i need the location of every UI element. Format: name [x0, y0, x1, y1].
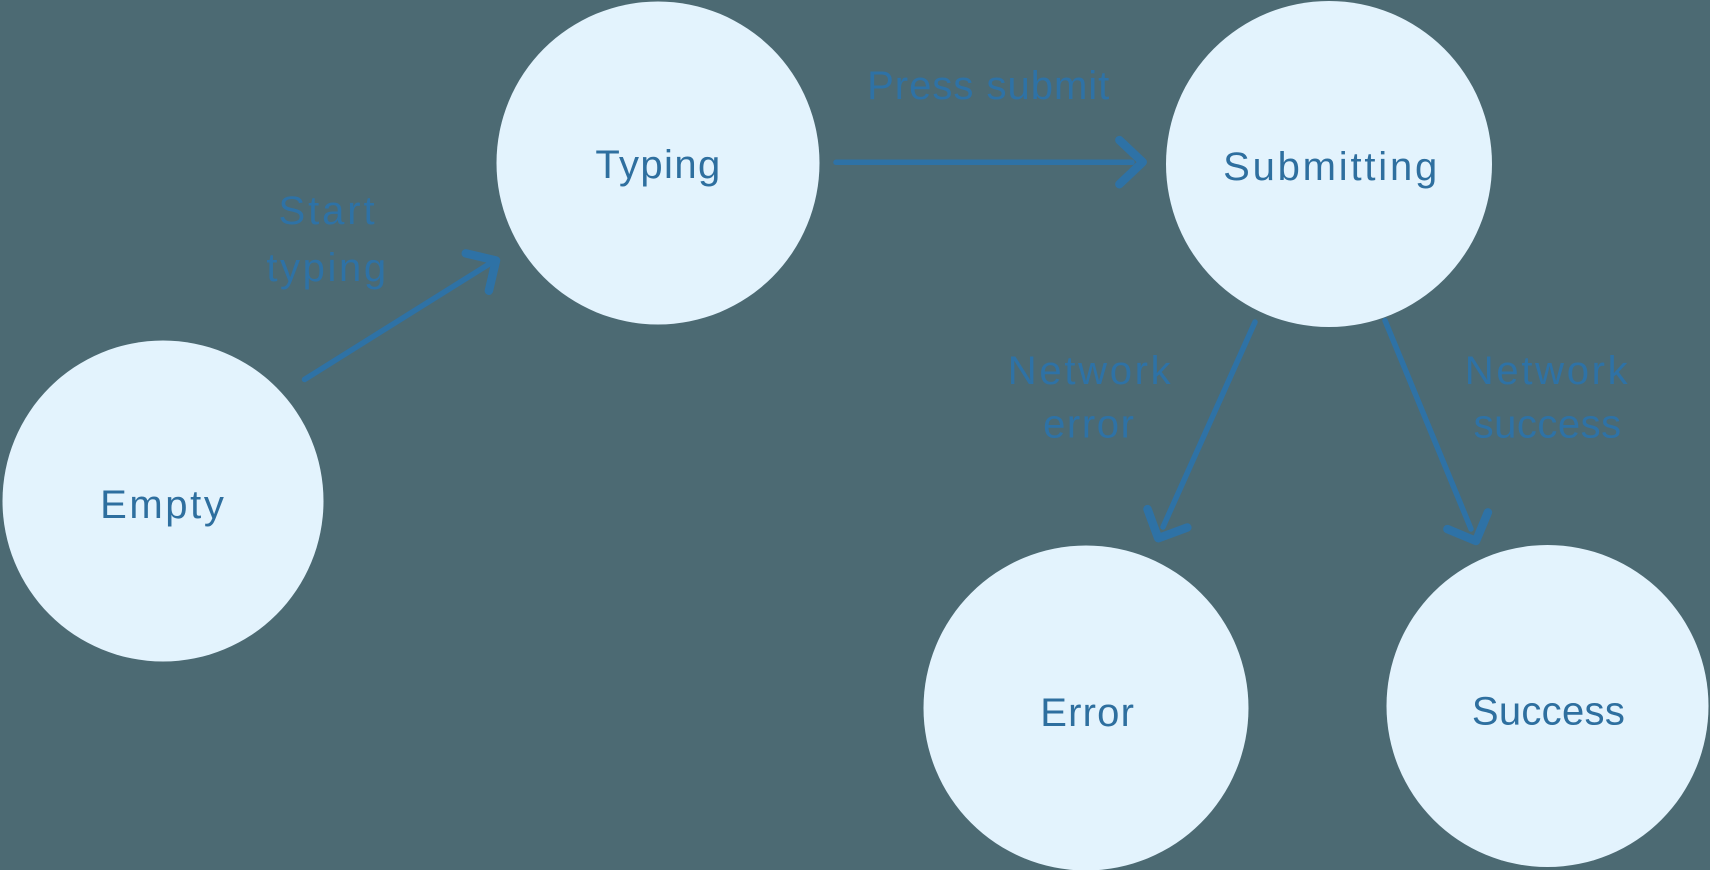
- svg-text:Success: Success: [1472, 690, 1625, 734]
- svg-text:success: success: [1474, 403, 1622, 447]
- svg-text:Error: Error: [1040, 691, 1135, 735]
- svg-text:Empty: Empty: [100, 483, 226, 527]
- svg-text:Network: Network: [1008, 349, 1174, 393]
- svg-text:Press submit: Press submit: [867, 64, 1110, 108]
- svg-text:Typing: Typing: [595, 143, 721, 187]
- svg-text:Submitting: Submitting: [1223, 145, 1440, 189]
- svg-text:Start: Start: [279, 189, 378, 233]
- svg-text:error: error: [1043, 403, 1135, 447]
- svg-text:Network: Network: [1465, 349, 1631, 393]
- svg-text:typing: typing: [266, 246, 388, 290]
